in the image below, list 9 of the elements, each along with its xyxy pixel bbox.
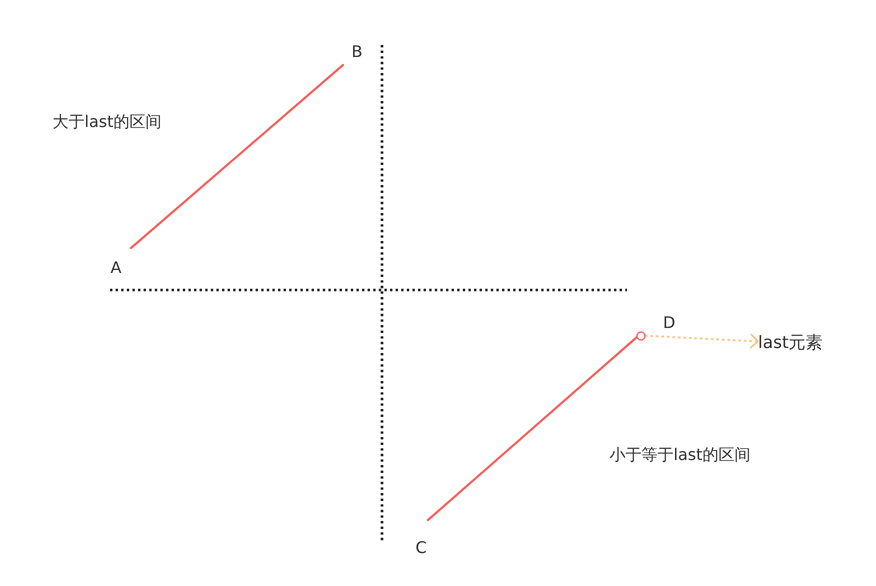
point-label: A — [110, 258, 122, 278]
point-label: B — [352, 42, 362, 62]
endpoint-circle — [636, 330, 646, 340]
element-label: last元素 — [758, 332, 823, 354]
region-label: 小于等于last的区间 — [610, 445, 750, 465]
dashed-arrow — [644, 334, 759, 348]
point-label: D — [663, 313, 676, 333]
point-label: C — [416, 538, 427, 558]
region-label: 大于last的区间 — [52, 112, 162, 132]
